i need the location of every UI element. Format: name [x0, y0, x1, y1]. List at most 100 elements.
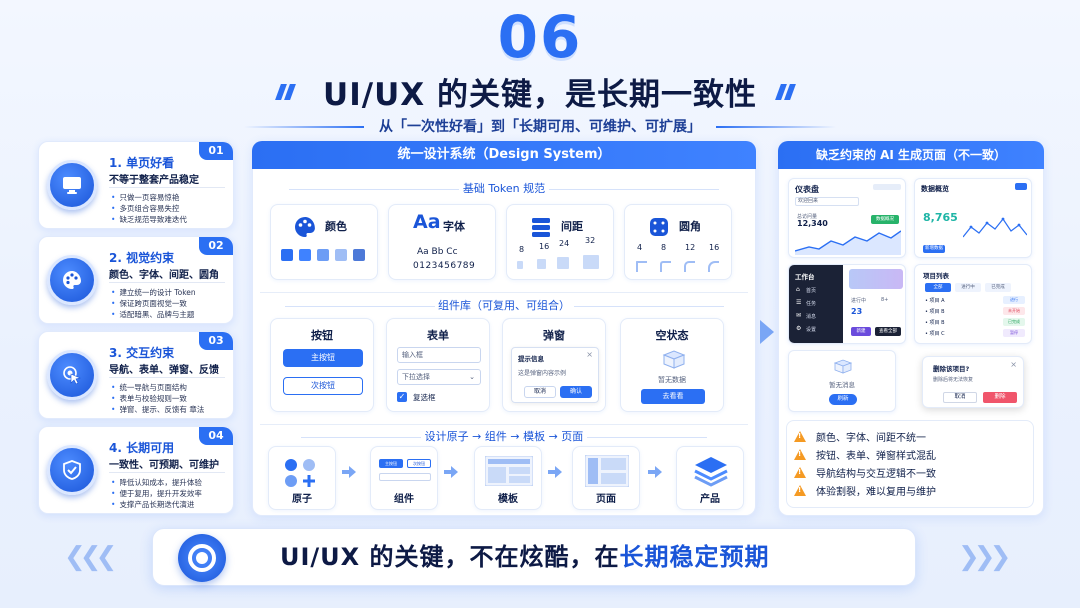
mini-tab: 全部 — [925, 283, 951, 292]
tokens-section-title: 基础 Token 规范 — [264, 180, 744, 196]
checkbox-checked-icon[interactable]: ✓ — [397, 392, 407, 402]
card-badge: 01 — [199, 142, 233, 160]
token-label: 间距 — [561, 220, 583, 233]
list-item: 表单与校验规则一致 — [111, 393, 204, 404]
card-title: 1. 单页好看 — [109, 156, 175, 170]
spacing-value: 16 — [539, 242, 550, 251]
divider — [109, 377, 225, 378]
list-item: 弹窗、提示、反馈有 章法 — [111, 404, 204, 415]
pipeline-step-page: 页面 — [572, 446, 640, 510]
page-layout-icon — [584, 454, 630, 491]
card-badge: 04 — [199, 427, 233, 445]
card-subtitle: 不等于整套产品稳定 — [109, 175, 199, 186]
empty-action-button[interactable]: 去看看 — [641, 389, 705, 404]
divider — [260, 292, 748, 293]
target-icon — [178, 534, 226, 582]
radius-value: 4 — [637, 243, 643, 252]
list-icon: ☰ — [796, 299, 802, 306]
card-badge: 03 — [199, 332, 233, 350]
rounded-square-icon — [647, 215, 671, 243]
palette-icon — [293, 215, 317, 243]
spacing-bar — [557, 257, 569, 269]
token-label: 字体 — [443, 220, 465, 233]
font-sample-icon: Aa — [413, 211, 441, 233]
mini-delete-button: 删除 — [983, 392, 1017, 403]
chevron-down-icon: ⌄ — [469, 373, 475, 381]
list-item: 降低认知成本，提升体验 — [111, 477, 202, 488]
mini-cancel-button: 取消 — [943, 392, 977, 403]
design-system-title: 统一设计系统（Design System） — [252, 141, 756, 169]
mini-empty-text: 暂无消息 — [829, 381, 855, 389]
arrow-right-icon — [444, 466, 458, 478]
component-label: 空状态 — [655, 329, 689, 342]
list-item: 支撑产品长期迭代演进 — [111, 499, 202, 510]
mini-refresh-button: 刷新 — [829, 394, 857, 405]
mini-workbench: 工作台 进行中 8+ 23 新建 查看全部 ⌂首页☰任务✉消息⚙设置 — [788, 264, 906, 344]
mini-dialog-body: 删除后将无法恢复 — [933, 377, 974, 383]
list-item: 多页组合容易失控 — [111, 203, 187, 214]
principle-card-1: 01 1. 单页好看 不等于整套产品稳定 只做一页容易惊艳 多页组合容易失控 缺… — [38, 141, 234, 229]
mini-dialog-title: 删除该项目? — [933, 365, 970, 373]
color-swatch — [299, 249, 311, 261]
warning-item: 按钮、表单、弹窗样式混乱 — [794, 447, 936, 462]
page-subtitle: 从「一次性好看」到「长期可用、可维护、可扩展」 — [379, 119, 701, 135]
modal-confirm-button[interactable]: 确认 — [560, 386, 592, 398]
mini-title: 数据概览 — [921, 185, 949, 193]
text-input[interactable]: 输入框 — [397, 347, 481, 363]
token-card-color: 颜色 — [270, 204, 378, 280]
pipeline-label: 产品 — [700, 494, 720, 505]
radius-corner-icon — [660, 261, 671, 272]
list-item: 只做一页容易惊艳 — [111, 192, 187, 203]
divider — [260, 424, 748, 425]
card-title: 2. 视觉约束 — [109, 251, 175, 265]
mini-title: 工作台 — [795, 273, 815, 281]
stack-layers-icon — [693, 455, 729, 491]
warnings-box — [786, 420, 1034, 508]
template-layout-icon — [484, 455, 534, 490]
mini-row-tag: 进行 — [1003, 296, 1025, 304]
mini-metric: 8,765 — [923, 211, 958, 224]
mini-title: 仪表盘 — [795, 185, 819, 194]
card-badge: 02 — [199, 237, 233, 255]
mini-nav-item: 任务 — [806, 301, 817, 307]
chevrons-right-icon: ❯❯❯ — [958, 542, 1011, 572]
mini-dark-sidebar — [789, 265, 843, 343]
primary-button[interactable]: 主按钮 — [283, 349, 363, 367]
list-item: 便于复用，提升开发效率 — [111, 488, 202, 499]
modal-title: 提示信息 — [518, 355, 544, 363]
mini-sparkline — [963, 217, 1027, 238]
pipeline-label: 原子 — [292, 494, 312, 505]
card-bullets: 统一导航与页面结构 表单与校验规则一致 弹窗、提示、反馈有 章法 — [111, 382, 204, 415]
subtitle-line-left — [244, 126, 364, 128]
pipeline-step-product: 产品 — [676, 446, 744, 510]
close-icon[interactable]: × — [586, 350, 593, 359]
spacing-value: 24 — [559, 239, 570, 248]
bottom-statement: UI/UX 的关键，不在炫酷，在长期稳定预期 — [280, 543, 770, 571]
mini-delete-dialog: 删除该项目? × 删除后将无法恢复 取消 删除 — [922, 356, 1024, 408]
ai-pages-title: 缺乏约束的 AI 生成页面（不一致） — [778, 141, 1044, 169]
monitor-icon — [47, 160, 97, 210]
list-item: 适配暗黑、品牌与主题 — [111, 309, 196, 320]
modal-cancel-button[interactable]: 取消 — [524, 386, 556, 398]
list-item: 保证跨页面视觉一致 — [111, 298, 196, 309]
warning-icon — [794, 431, 806, 442]
select-dropdown[interactable]: 下拉选择⌄ — [397, 369, 481, 385]
warning-item: 颜色、字体、间距不统一 — [794, 429, 926, 444]
token-card-font: Aa 字体 Aa Bb Cc 0123456789 — [388, 204, 496, 280]
mini-row-tag: 未开始 — [1003, 307, 1025, 315]
list-item: 缺乏规范导致难迭代 — [111, 214, 187, 225]
mini-button: 新增数据 — [923, 245, 945, 253]
color-swatch — [335, 249, 347, 261]
mini-tag: 数据概况 — [871, 215, 899, 224]
radius-corner-icon — [684, 261, 695, 272]
token-label: 颜色 — [325, 220, 347, 233]
radius-value: 16 — [709, 243, 720, 252]
chevrons-left-icon: ❮❮❮ — [64, 542, 117, 572]
decor-slash-right — [775, 84, 806, 102]
card-bullets: 降低认知成本，提升体验 便于复用，提升开发效率 支撑产品长期迭代演进 — [111, 477, 202, 510]
mini-metric: 12,340 — [797, 219, 828, 228]
checkbox-label: 复选框 — [413, 393, 436, 402]
secondary-button[interactable]: 次按钮 — [283, 377, 363, 395]
card-bullets: 建立统一的设计 Token 保证跨页面视觉一致 适配暗黑、品牌与主题 — [111, 287, 196, 320]
